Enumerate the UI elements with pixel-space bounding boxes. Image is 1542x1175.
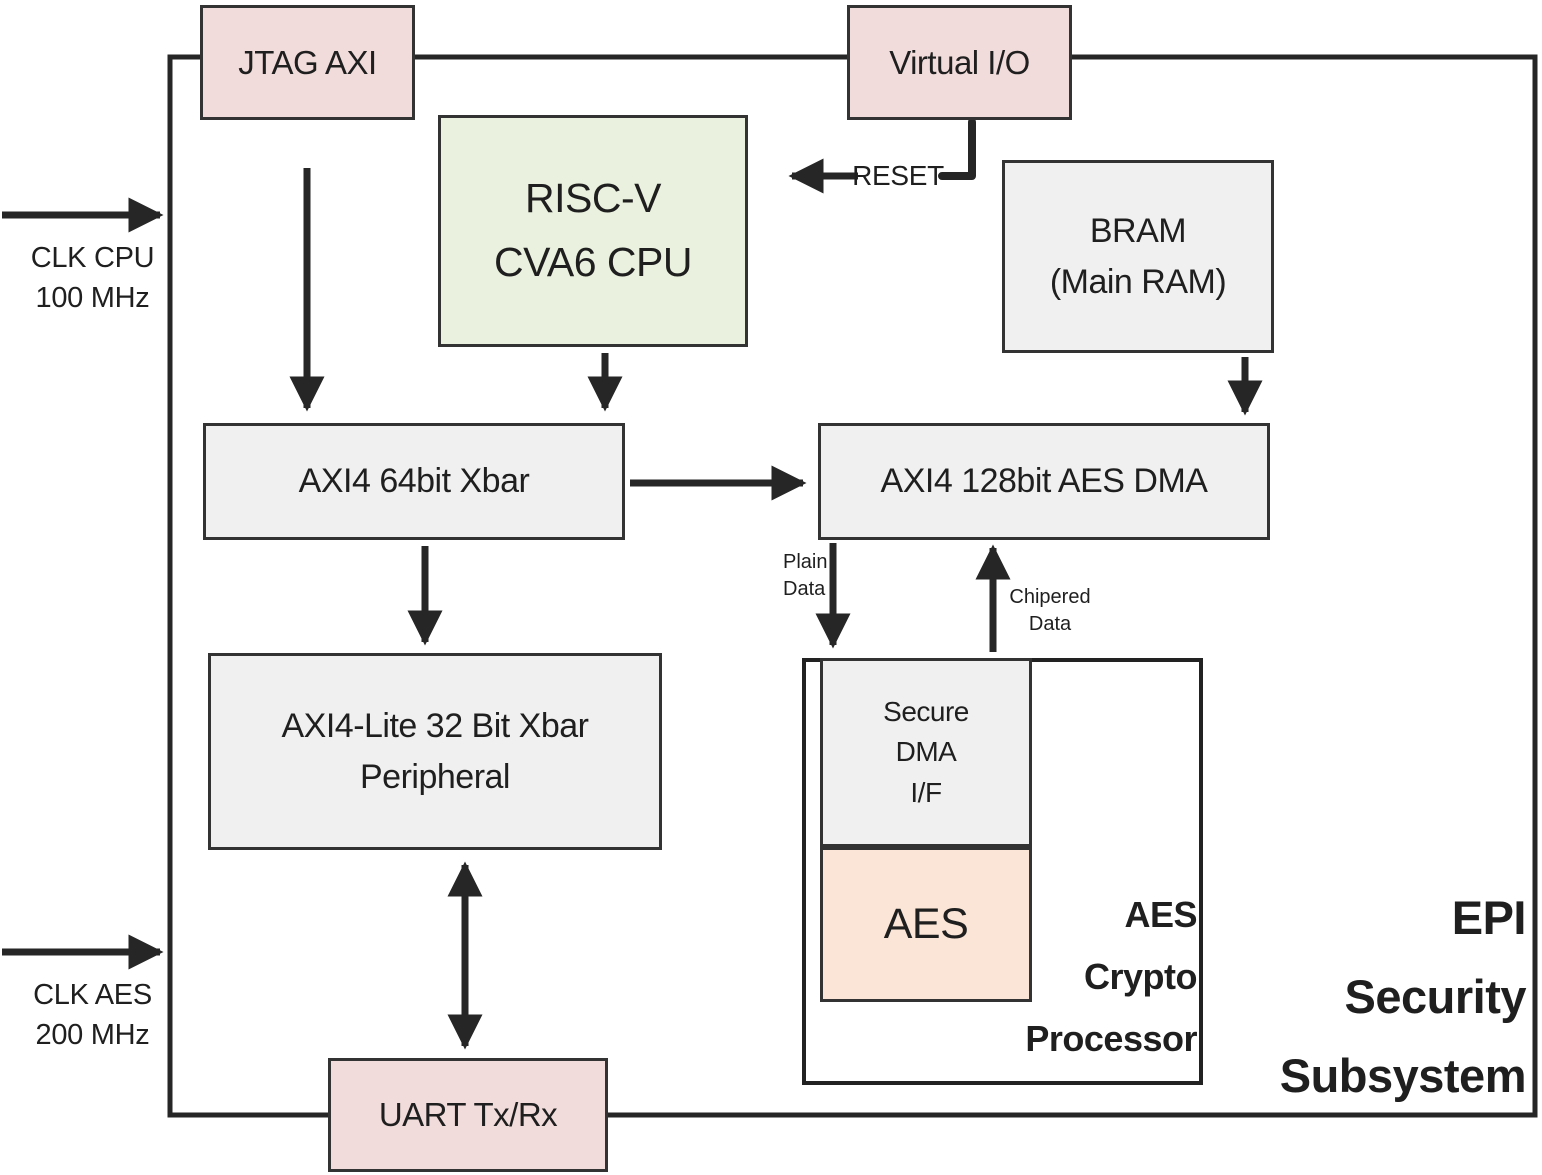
secure-dma-label-line1: Secure bbox=[883, 695, 969, 727]
subsystem-title-line3: Subsystem bbox=[1279, 1049, 1527, 1102]
bram-label-line1: BRAM bbox=[1089, 211, 1187, 250]
uart-tx-rx-block: UART Tx/Rx bbox=[328, 1058, 608, 1172]
plain-data-line2: Data bbox=[783, 578, 826, 600]
aes-core-label: AES bbox=[883, 900, 969, 948]
reset-label: RESET bbox=[852, 160, 944, 191]
subsystem-title-line2: Security bbox=[1344, 970, 1527, 1023]
clk-aes-label-line1: CLK AES bbox=[33, 979, 152, 1011]
crypto-caption-line1: AES bbox=[1124, 894, 1197, 935]
crypto-caption-line3: Processor bbox=[1025, 1018, 1197, 1059]
clk-aes-label-line2: 200 MHz bbox=[35, 1019, 150, 1051]
plain-data-label: Plain Data bbox=[783, 549, 833, 603]
chipered-data-label: Chipered Data bbox=[1000, 584, 1100, 638]
reset-elbow-line bbox=[938, 118, 976, 180]
axi4-128bit-aes-dma-block: AXI4 128bit AES DMA bbox=[818, 423, 1270, 540]
axi4-lite-label-line2: Peripheral bbox=[360, 757, 510, 796]
secure-dma-label-line2: DMA bbox=[895, 736, 957, 768]
jtag-axi-label: JTAG AXI bbox=[238, 43, 377, 81]
riscv-label-line1: RISC-V bbox=[525, 175, 661, 222]
bram-label-line2: (Main RAM) bbox=[1049, 262, 1227, 301]
virtual-io-label: Virtual I/O bbox=[889, 43, 1030, 81]
axi4-64bit-xbar-block: AXI4 64bit Xbar bbox=[203, 423, 625, 540]
axi4-128bit-aes-dma-label: AXI4 128bit AES DMA bbox=[880, 462, 1208, 500]
crypto-caption-line2: Crypto bbox=[1084, 956, 1197, 997]
aes-crypto-processor-caption: AES Crypto Processor bbox=[1025, 884, 1197, 1070]
chipered-data-line2: Data bbox=[1028, 613, 1072, 635]
secure-dma-if-block: Secure DMA I/F bbox=[820, 658, 1032, 847]
chipered-data-line1: Chipered bbox=[1009, 586, 1091, 608]
axi4-lite-32bit-xbar-peripheral-block: AXI4-Lite 32 Bit Xbar Peripheral bbox=[208, 653, 662, 850]
axi4-lite-label-line1: AXI4-Lite 32 Bit Xbar bbox=[281, 706, 589, 745]
uart-label: UART Tx/Rx bbox=[378, 1096, 558, 1133]
riscv-label-line2: CVA6 CPU bbox=[493, 239, 693, 285]
aes-core-block: AES bbox=[820, 847, 1032, 1002]
clk-cpu-label: CLK CPU 100 MHz bbox=[20, 238, 165, 318]
bram-main-ram-block: BRAM (Main RAM) bbox=[1002, 160, 1274, 353]
subsystem-title: EPI Security Subsystem bbox=[1279, 878, 1527, 1115]
plain-data-line1: Plain bbox=[783, 551, 828, 573]
axi4-64bit-xbar-label: AXI4 64bit Xbar bbox=[298, 462, 530, 500]
virtual-io-block: Virtual I/O bbox=[847, 5, 1072, 120]
subsystem-title-line1: EPI bbox=[1451, 891, 1527, 944]
clk-cpu-label-line1: CLK CPU bbox=[30, 242, 155, 274]
clk-aes-label: CLK AES 200 MHz bbox=[20, 975, 165, 1055]
jtag-axi-block: JTAG AXI bbox=[200, 5, 415, 120]
riscv-cva6-cpu-block: RISC-V CVA6 CPU bbox=[438, 115, 748, 347]
clk-cpu-label-line2: 100 MHz bbox=[35, 282, 150, 314]
secure-dma-label-line3: I/F bbox=[910, 776, 942, 808]
